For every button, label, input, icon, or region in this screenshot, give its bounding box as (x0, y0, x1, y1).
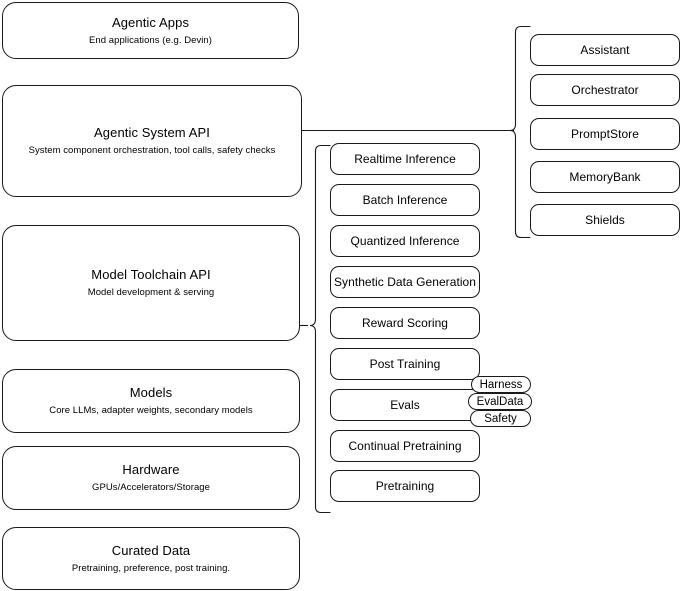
layer-box-models[interactable]: Models Core LLMs, adapter weights, secon… (2, 369, 300, 433)
pill-label: Harness (479, 378, 523, 391)
layer-title: Model Toolchain API (91, 267, 211, 282)
layer-title: Hardware (122, 462, 180, 477)
capability-label: Continual Pretraining (348, 438, 462, 453)
layer-box-model-toolchain-api[interactable]: Model Toolchain API Model development & … (2, 225, 300, 341)
capability-label: Post Training (369, 356, 441, 371)
capability-label: Realtime Inference (354, 151, 456, 166)
capability-label: Synthetic Data Generation (334, 274, 476, 289)
capability-box-realtime-inference[interactable]: Realtime Inference (330, 143, 480, 175)
layer-subtitle: End applications (e.g. Devin) (89, 34, 212, 46)
layer-box-hardware[interactable]: Hardware GPUs/Accelerators/Storage (2, 446, 300, 510)
layer-subtitle: GPUs/Accelerators/Storage (92, 482, 210, 493)
layer-box-curated-data[interactable]: Curated Data Pretraining, preference, po… (2, 527, 300, 590)
capability-box-batch-inference[interactable]: Batch Inference (330, 184, 480, 216)
capability-box-quantized-inference[interactable]: Quantized Inference (330, 225, 480, 257)
evals-subcomponent-safety[interactable]: Safety (470, 410, 531, 427)
layer-title: Models (129, 385, 173, 400)
evals-subcomponent-harness[interactable]: Harness (471, 376, 531, 393)
system-component-box-orchestrator[interactable]: Orchestrator (530, 74, 680, 106)
capability-box-reward-scoring[interactable]: Reward Scoring (330, 307, 480, 339)
bracket-toolchain-capabilities (309, 144, 331, 514)
capability-box-synthetic-data-generation[interactable]: Synthetic Data Generation (330, 266, 480, 298)
evals-subcomponent-evaldata[interactable]: EvalData (468, 393, 532, 410)
system-component-label: Assistant (580, 42, 630, 57)
system-component-box-promptstore[interactable]: PromptStore (530, 118, 680, 150)
pill-label: EvalData (476, 395, 524, 408)
capability-label: Batch Inference (362, 192, 448, 207)
capability-box-evals[interactable]: Evals (330, 389, 480, 421)
layer-subtitle: Core LLMs, adapter weights, secondary mo… (49, 405, 253, 416)
capability-box-continual-pretraining[interactable]: Continual Pretraining (330, 430, 480, 462)
system-component-box-shields[interactable]: Shields (530, 204, 680, 236)
layer-subtitle: System component orchestration, tool cal… (28, 145, 276, 156)
system-component-label: PromptStore (571, 126, 639, 141)
capability-label: Evals (390, 397, 420, 412)
system-component-label: MemoryBank (569, 169, 641, 184)
layer-subtitle: Pretraining, preference, post training. (71, 562, 231, 574)
capability-box-post-training[interactable]: Post Training (330, 348, 480, 380)
capability-label: Reward Scoring (361, 315, 449, 330)
layer-subtitle: Model development & serving (87, 287, 215, 298)
layer-title: Curated Data (111, 542, 191, 558)
pill-label: Safety (484, 412, 517, 425)
layer-box-agentic-system-api[interactable]: Agentic System API System component orch… (2, 85, 302, 197)
bracket-system-components (509, 25, 531, 239)
layer-title: Agentic System API (94, 125, 210, 140)
capability-label: Pretraining (375, 478, 435, 493)
capability-box-pretraining[interactable]: Pretraining (330, 470, 480, 502)
capability-label: Quantized Inference (350, 233, 460, 248)
system-component-box-memorybank[interactable]: MemoryBank (530, 161, 680, 193)
system-component-label: Orchestrator (571, 82, 639, 97)
layer-box-agentic-apps[interactable]: Agentic Apps End applications (e.g. Devi… (2, 2, 299, 59)
layer-title: Agentic Apps (111, 14, 190, 30)
system-component-box-assistant[interactable]: Assistant (530, 34, 680, 66)
system-component-label: Shields (585, 212, 625, 227)
